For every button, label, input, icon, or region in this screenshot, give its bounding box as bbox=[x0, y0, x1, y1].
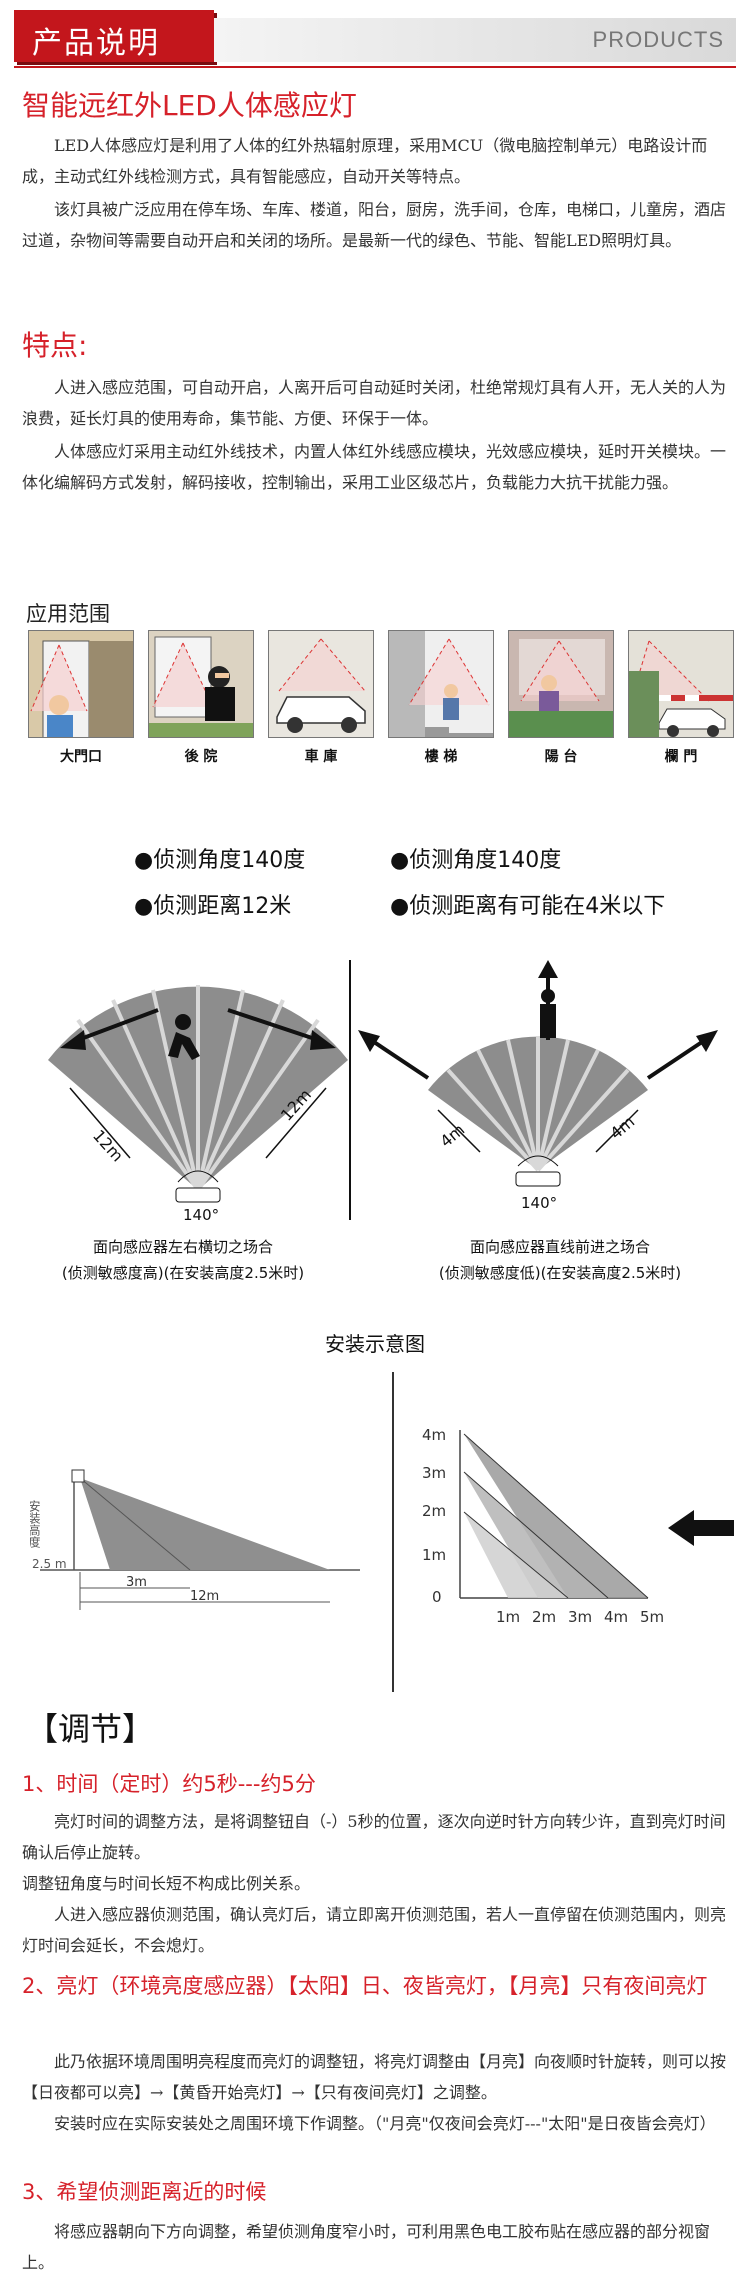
left-distance-bullet: ●侦测距离12米 bbox=[134, 894, 292, 919]
install-d2: 12m bbox=[190, 1589, 219, 1604]
detection-diagram-right: 4m 4m 140° bbox=[358, 960, 718, 1212]
scope-item-stairs: 樓 梯 bbox=[388, 630, 494, 770]
install-diagram-side: 安装高度 2.5 m 3m 12m bbox=[30, 1469, 360, 1610]
scope-label-barrier-gate: 欄 門 bbox=[664, 749, 698, 765]
scope-item-balcony: 陽 台 bbox=[508, 630, 614, 770]
header-products-box: PRODUCTS bbox=[214, 18, 736, 62]
arrow-left-icon bbox=[668, 1510, 734, 1546]
adjust-s2-title-a: 2、亮灯（环境亮度感应器） bbox=[22, 1974, 288, 1998]
diagram-divider bbox=[349, 960, 351, 1220]
intro-para-1: LED人体感应灯是利用了人体的红外热辐射原理，采用MCU（微电脑控制单元）电路设… bbox=[22, 136, 708, 186]
scope-image-stairs bbox=[388, 630, 494, 738]
scope-label-backyard: 後 院 bbox=[184, 749, 218, 765]
install-x-tick-1m: 1m bbox=[496, 1608, 520, 1626]
adjust-s1-title: 1、时间（定时）约5秒---约5分 bbox=[22, 1772, 316, 1796]
left-caption-2: (侦测敏感度高)(在安装高度2.5米时) bbox=[61, 1264, 305, 1282]
scope-item-barrier-gate: 欄 門 bbox=[628, 630, 734, 770]
install-x-tick-3m: 3m bbox=[568, 1608, 592, 1626]
scope-image-gate bbox=[28, 630, 134, 738]
adjust-s2-para-2: 安装时应在实际安装处之周围环境下作调整。（"月亮"仅夜间会亮灯---"太阳"是日… bbox=[54, 2114, 716, 2133]
scope-title: 应用范围 bbox=[26, 602, 110, 626]
adjust-s1-para-2: 调整钮角度与时间长短不构成比例关系。 bbox=[22, 1874, 311, 1893]
adjust-s2-para-1: 此乃依据环境周围明亮程度而亮灯的调整钮，将亮灯调整由【月亮】向夜顺时针旋转，则可… bbox=[22, 2052, 727, 2102]
adjust-s1-para-3: 人进入感应器侦测范围，确认亮灯后，请立即离开侦测范围，若人一直停留在侦测范围内，… bbox=[22, 1905, 727, 1955]
right-caption-2: (侦测敏感度低)(在安装高度2.5米时) bbox=[438, 1264, 682, 1282]
adjust-s2-title-moon: 【月亮】 bbox=[507, 1974, 582, 1998]
adjust-s2-title-c: 日、夜皆亮灯， bbox=[360, 1974, 508, 1998]
scope-image-garage bbox=[268, 630, 374, 738]
adjust-s1-para-1: 亮灯时间的调整方法，是将调整钮自（-）5秒的位置，逐次向逆时针方向转少许，直到亮… bbox=[22, 1812, 726, 1862]
header-banner: 产品说明 PRODUCTS bbox=[0, 0, 750, 72]
install-y-tick-4m: 4m bbox=[422, 1426, 446, 1444]
scope-image-balcony bbox=[508, 630, 614, 738]
scope-gallery: 大門口 後 院 bbox=[28, 630, 734, 770]
install-x-tick-2m: 2m bbox=[532, 1608, 556, 1626]
features-title: 特点: bbox=[22, 329, 88, 362]
scope-item-gate: 大門口 bbox=[28, 630, 134, 770]
adjust-s2-title: 2、亮灯（环境亮度感应器）【太阳】日、夜皆亮灯，【月亮】只有夜间亮灯 bbox=[22, 1968, 730, 2004]
right-angle-bullet: ●侦测角度140度 bbox=[390, 848, 562, 873]
header-title: 产品说明 bbox=[32, 26, 160, 61]
scope-label-gate: 大門口 bbox=[60, 749, 102, 765]
adjust-s3-title: 3、希望侦测距离近的时候 bbox=[22, 2180, 267, 2204]
scope-image-barrier-gate bbox=[628, 630, 734, 738]
product-title: 智能远红外LED人体感应灯 bbox=[22, 89, 357, 122]
left-dist-label-1: 12m bbox=[89, 1126, 127, 1165]
scope-label-garage: 車 庫 bbox=[304, 749, 338, 765]
install-y-tick-1m: 1m bbox=[422, 1546, 446, 1564]
install-y-tick-0: 0 bbox=[432, 1588, 442, 1606]
right-caption-1: 面向感应器直线前进之场合 bbox=[469, 1238, 650, 1256]
install-x-tick-5m: 5m bbox=[640, 1608, 664, 1626]
left-caption-1: 面向感应器左右横切之场合 bbox=[92, 1238, 273, 1256]
header-divider bbox=[14, 66, 736, 68]
install-divider bbox=[392, 1372, 394, 1692]
scope-label-stairs: 樓 梯 bbox=[424, 749, 458, 765]
features-para-1: 人进入感应范围，可自动开启，人离开后可自动延时关闭，杜绝常规灯具有人开，无人关的… bbox=[22, 378, 727, 428]
left-angle-label: 140° bbox=[183, 1206, 219, 1222]
scope-image-backyard bbox=[148, 630, 254, 738]
install-diagram-heights: 4m 3m 2m 1m 0 1m 2m 3m 4m 5m bbox=[422, 1426, 734, 1626]
intro-para-2: 该灯具被广泛应用在停车场、车库、楼道，阳台，厨房，洗手间，仓库，电梯口，儿童房，… bbox=[22, 200, 727, 250]
scope-label-balcony: 陽 台 bbox=[544, 749, 578, 765]
adjust-title: 【调节】 bbox=[26, 1710, 155, 1748]
header-title-box: 产品说明 bbox=[14, 10, 214, 62]
install-ylabel: 安装高度 bbox=[30, 1499, 41, 1548]
header-products-label: PRODUCTS bbox=[592, 27, 724, 52]
install-y-tick-3m: 3m bbox=[422, 1464, 446, 1482]
install-title: 安装示意图 bbox=[325, 1332, 425, 1356]
install-height-label: 2.5 m bbox=[32, 1557, 67, 1571]
detection-diagram-left: 12m 12m 140° bbox=[48, 985, 348, 1222]
features-para-2: 人体感应灯采用主动红外线技术，内置人体红外线感应模块，光效感应模块，延时开关模块… bbox=[22, 442, 727, 492]
install-d1: 3m bbox=[126, 1575, 147, 1590]
right-distance-bullet: ●侦测距离有可能在4米以下 bbox=[390, 894, 666, 919]
adjust-s2-title-e: 只有夜间亮灯 bbox=[581, 1974, 708, 1998]
left-angle-bullet: ●侦测角度140度 bbox=[134, 848, 306, 873]
install-y-tick-2m: 2m bbox=[422, 1502, 446, 1520]
scope-item-garage: 車 庫 bbox=[268, 630, 374, 770]
right-dist-label-1: 4m bbox=[436, 1120, 468, 1151]
adjust-s2-title-sun: 【太阳】 bbox=[287, 1974, 361, 1998]
install-x-tick-4m: 4m bbox=[604, 1608, 628, 1626]
scope-item-backyard: 後 院 bbox=[148, 630, 254, 770]
right-angle-label: 140° bbox=[521, 1194, 557, 1212]
adjust-s3-para-1: 将感应器朝向下方向调整，希望侦测角度窄小时，可利用黑色电工胶布贴在感应器的部分视… bbox=[22, 2222, 711, 2272]
